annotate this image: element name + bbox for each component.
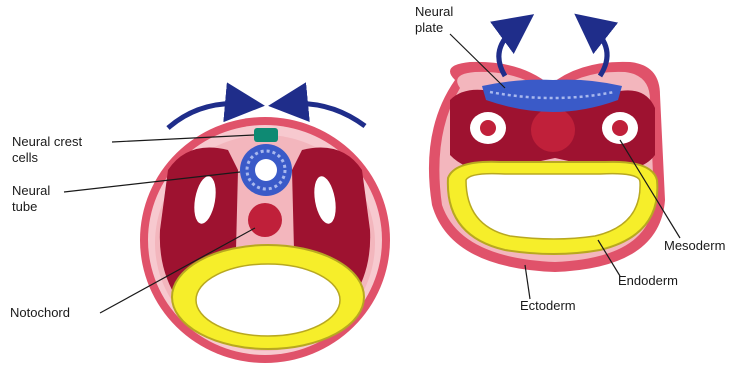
label-neural-crest-line1: Neural crest <box>12 134 82 149</box>
left-neural-crest-cells <box>254 128 278 142</box>
label-neural-tube-line1: Neural <box>12 183 50 198</box>
right-notochord <box>531 108 575 152</box>
label-neural-plate-line1: Neural <box>415 4 453 19</box>
label-notochord: Notochord <box>10 305 70 320</box>
label-ectoderm: Ectoderm <box>520 298 576 313</box>
left-embryo <box>140 103 390 363</box>
label-endoderm: Endoderm <box>618 273 678 288</box>
label-neural-plate-line2: plate <box>415 20 443 35</box>
label-mesoderm: Mesoderm <box>664 238 725 253</box>
label-neural-crest-line2: cells <box>12 150 39 165</box>
right-embryo <box>429 26 665 272</box>
left-notochord <box>248 203 282 237</box>
pointer-ectoderm <box>525 265 530 299</box>
label-neural-tube-line2: tube <box>12 199 37 214</box>
